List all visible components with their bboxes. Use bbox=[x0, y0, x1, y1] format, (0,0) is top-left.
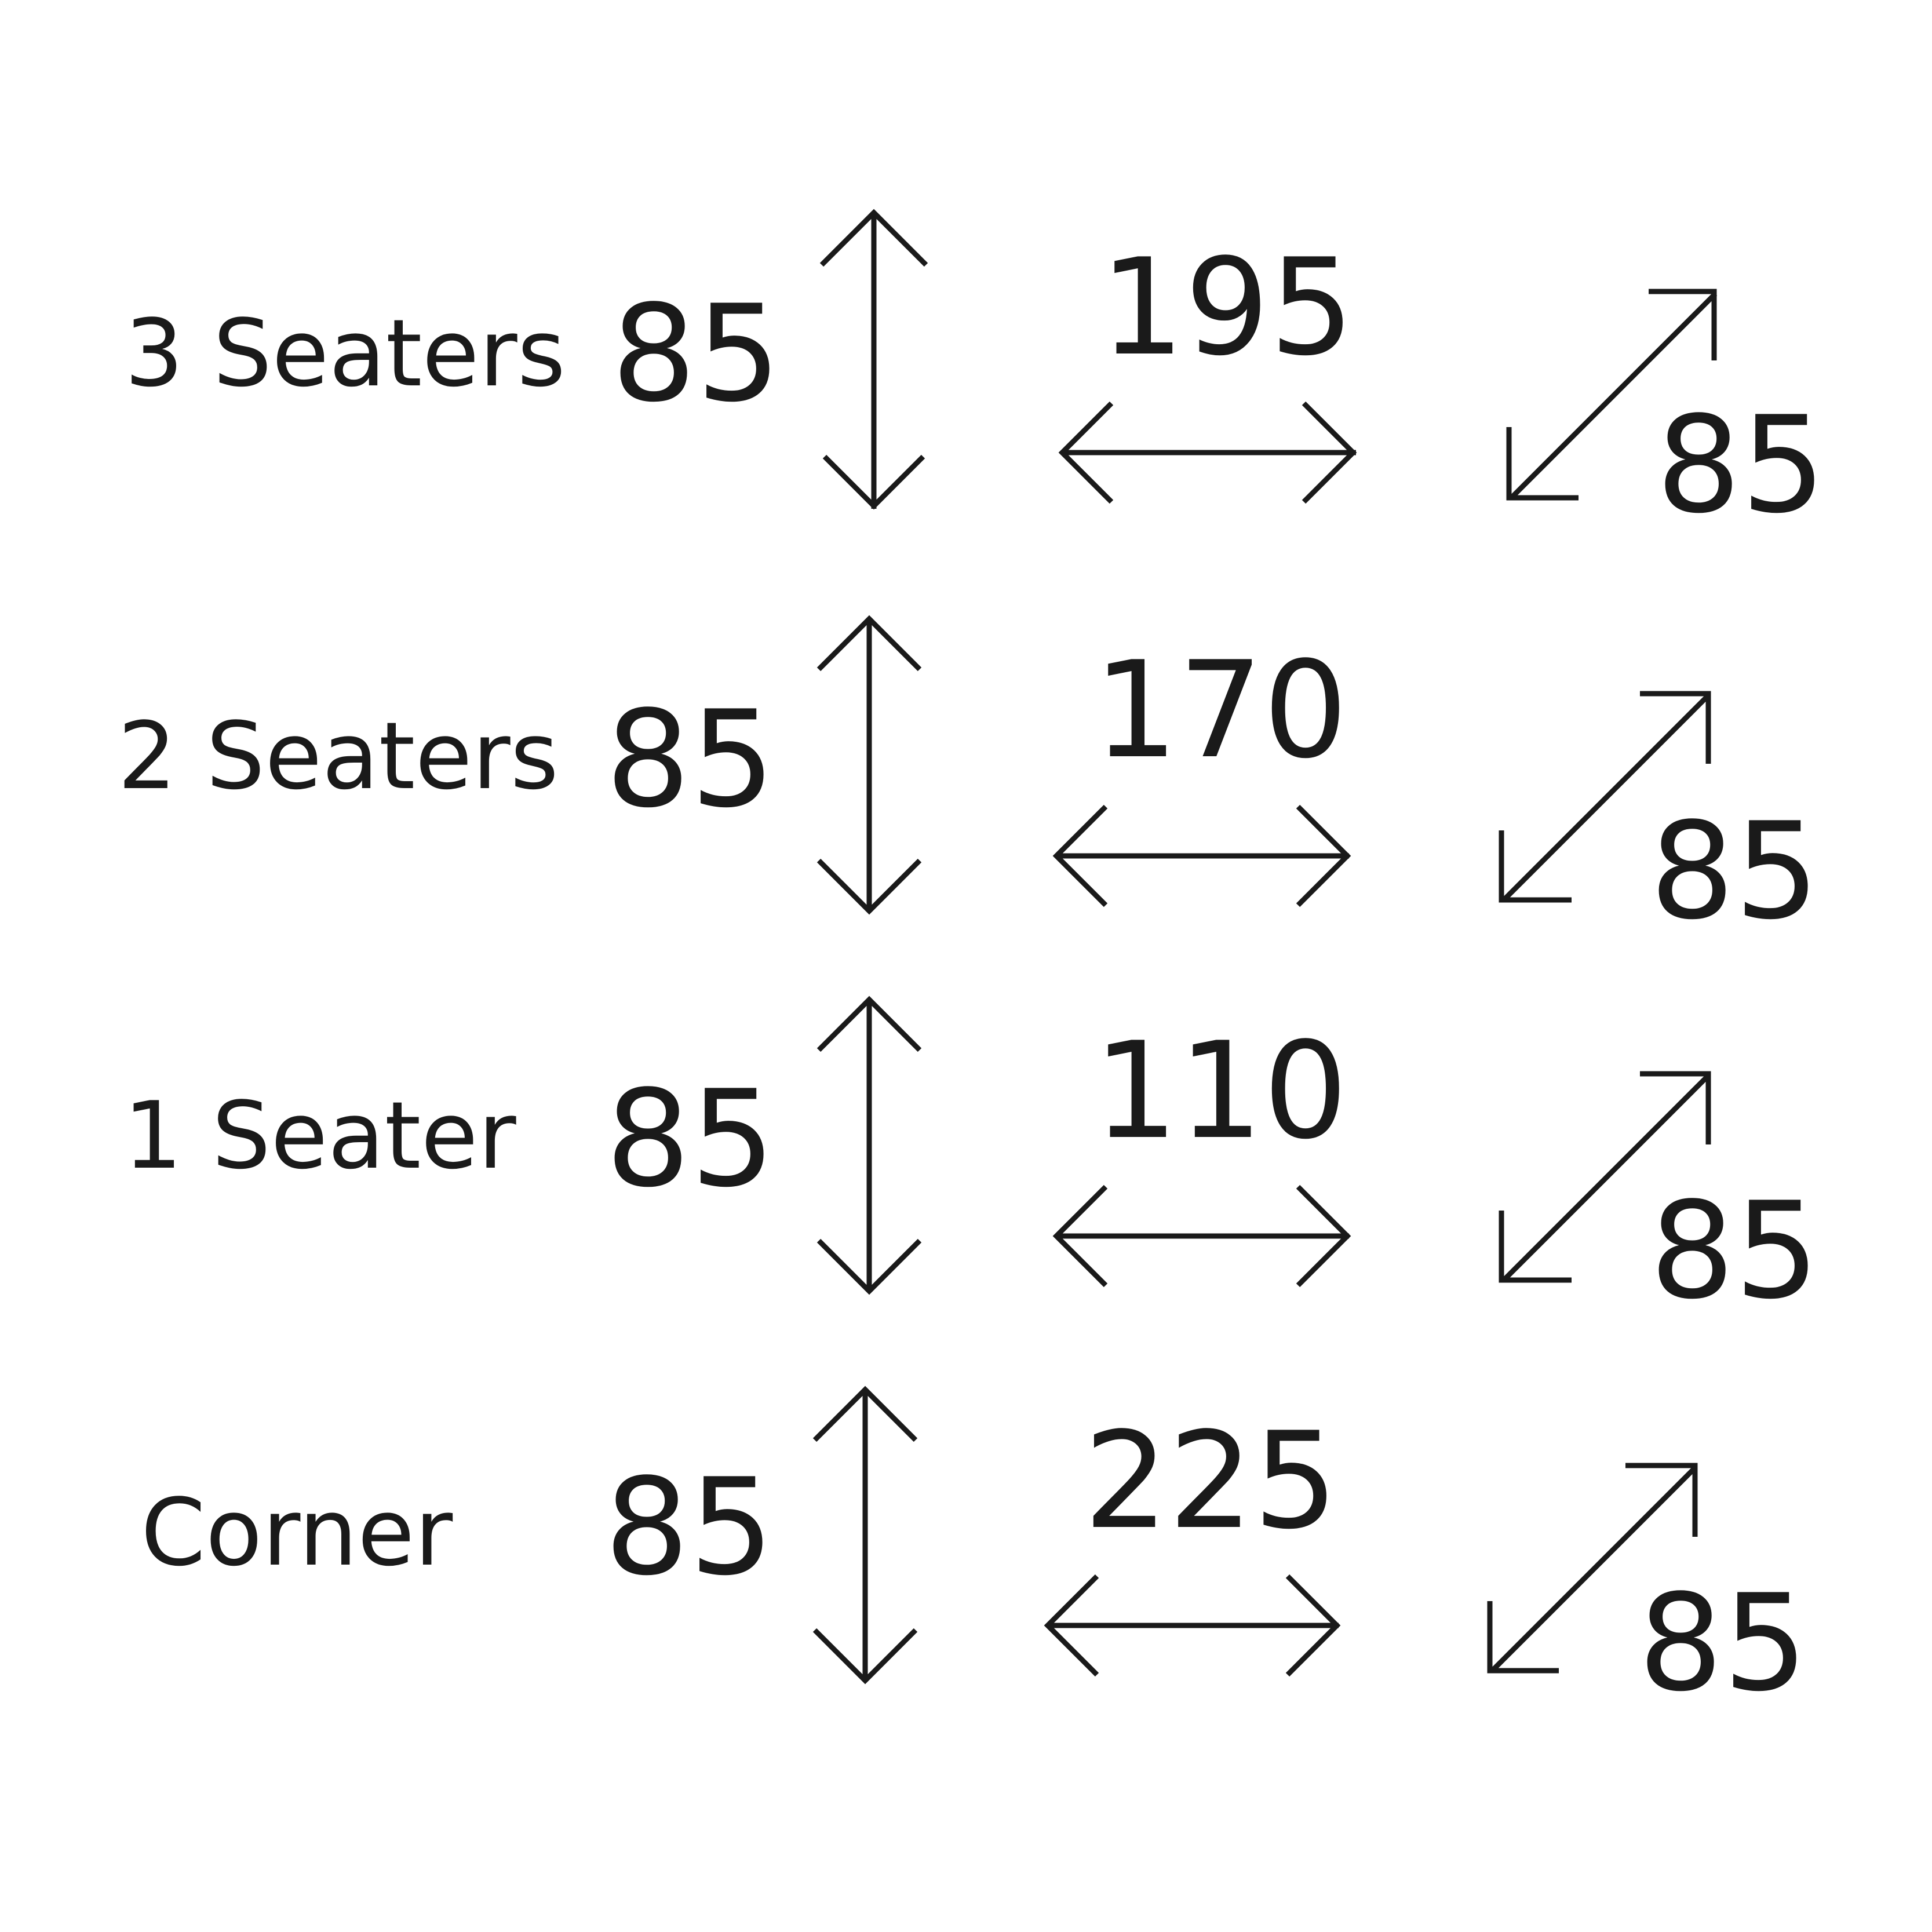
depth-value: 85 bbox=[1638, 1566, 1808, 1721]
seat-label: Corner bbox=[141, 1478, 453, 1587]
horizontal-double-arrow-icon bbox=[1052, 1184, 1351, 1288]
height-value: 85 bbox=[606, 683, 775, 837]
horizontal-double-arrow-icon bbox=[1052, 804, 1351, 907]
row-1-seater: 1 Seater 85 110 85 bbox=[123, 996, 1820, 1329]
vertical-double-arrow-icon bbox=[816, 615, 922, 915]
depth-value: 85 bbox=[1650, 794, 1820, 949]
row-2-seaters: 2 Seaters 85 170 85 bbox=[118, 615, 1820, 949]
seat-label: 2 Seaters bbox=[118, 702, 559, 810]
diagonal-double-arrow-icon bbox=[1499, 1071, 1711, 1283]
width-value: 195 bbox=[1100, 231, 1354, 385]
vertical-double-arrow-icon bbox=[812, 1386, 918, 1685]
seat-label: 1 Seater bbox=[123, 1081, 516, 1190]
vertical-double-arrow-icon bbox=[816, 996, 922, 1295]
diagonal-double-arrow-icon bbox=[1499, 691, 1711, 903]
height-value: 85 bbox=[606, 1062, 775, 1217]
diagonal-double-arrow-icon bbox=[1487, 1463, 1698, 1674]
height-value: 85 bbox=[604, 1450, 774, 1605]
seat-label: 3 Seaters bbox=[125, 299, 566, 407]
horizontal-double-arrow-icon bbox=[1044, 1574, 1341, 1677]
horizontal-double-arrow-icon bbox=[1058, 401, 1357, 504]
height-value: 85 bbox=[611, 277, 781, 432]
vertical-double-arrow-icon bbox=[819, 209, 928, 510]
row-3-seaters: 3 Seaters 85 195 85 bbox=[125, 209, 1826, 543]
depth-value: 85 bbox=[1656, 388, 1826, 543]
width-value: 170 bbox=[1093, 633, 1348, 788]
width-value: 110 bbox=[1093, 1014, 1348, 1169]
depth-value: 85 bbox=[1650, 1174, 1820, 1329]
row-corner: Corner 85 225 85 bbox=[141, 1386, 1808, 1721]
width-value: 225 bbox=[1084, 1404, 1338, 1559]
diagonal-double-arrow-icon bbox=[1506, 289, 1718, 501]
